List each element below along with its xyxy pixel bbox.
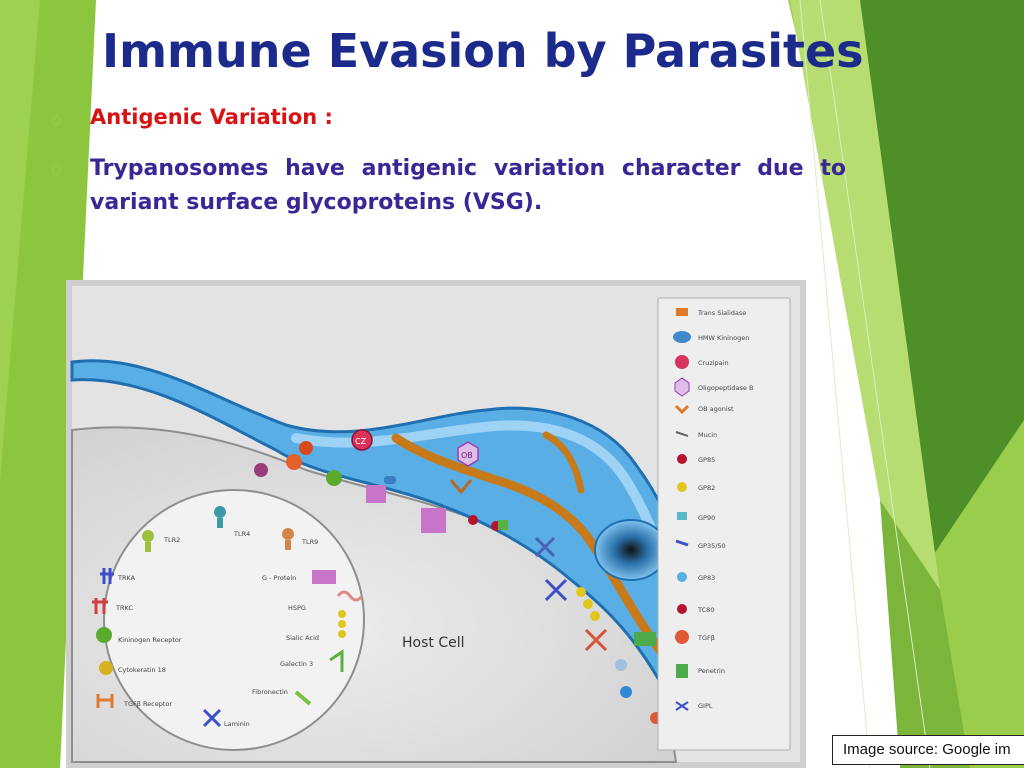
legend-item: Oligopeptidase B <box>698 384 753 392</box>
legend-item: GP82 <box>698 484 715 492</box>
bullet-icon <box>52 116 61 125</box>
host-cell-label: Host Cell <box>402 635 465 651</box>
legend-item: Trans Sialidase <box>697 309 746 317</box>
body-paragraph: Trypanosomes have antigenic variation ch… <box>90 156 846 215</box>
receptor-label: G - Protein <box>262 574 296 582</box>
receptor-label: TLR4 <box>233 530 250 538</box>
bullet-icon <box>52 166 61 175</box>
subheading: Antigenic Variation : <box>90 105 333 129</box>
legend-item: Mucin <box>698 431 717 439</box>
receptor-label: Fibronectin <box>252 688 288 696</box>
legend-item: Penetrin <box>698 667 725 675</box>
receptor-label: TLR9 <box>301 538 318 546</box>
slide-title: Immune Evasion by Parasites <box>102 24 864 78</box>
legend-item: TGFβ <box>697 634 715 642</box>
parasite-nucleus <box>594 519 668 581</box>
legend-swatches <box>673 308 691 711</box>
receptor-inset-circle <box>103 489 365 751</box>
right-mid-facet <box>880 500 970 768</box>
right-dark-facet <box>850 0 1024 560</box>
receptor-label: TLR2 <box>163 536 180 544</box>
right-light-facet <box>790 0 940 590</box>
legend-item: GP35/50 <box>698 542 726 550</box>
trypanosome-host-cell-diagram: Host Cell CZ OB <box>66 280 806 768</box>
legend-item: GP90 <box>698 514 715 522</box>
left-green-shade <box>0 0 40 480</box>
receptor-label: HSPG <box>288 604 306 612</box>
cruzipain-label: CZ <box>355 437 367 446</box>
receptor-label: Sialic Acid <box>286 634 319 642</box>
legend-item: TC80 <box>697 606 714 614</box>
oligopeptidase-label: OB <box>461 451 473 460</box>
receptor-icons <box>92 506 364 728</box>
surface-molecules <box>254 441 662 724</box>
legend-item: GIPL <box>698 702 713 710</box>
receptor-label: Kininogen Receptor <box>118 636 182 644</box>
legend-item: GP85 <box>698 456 715 464</box>
receptor-label: TGFβ Receptor <box>123 700 172 708</box>
legend-item: Cruzipain <box>698 359 729 367</box>
receptor-label: TRKC <box>115 604 133 612</box>
receptor-label: Laminin <box>224 720 250 728</box>
legend-item: HMW Kininogen <box>698 334 749 342</box>
receptor-label: TRKA <box>117 574 136 582</box>
receptor-label: Cytokeratin 18 <box>118 666 166 674</box>
image-credit: Image source: Google im <box>832 735 1024 765</box>
legend-item: GP83 <box>698 574 715 582</box>
receptor-label: Galectin 3 <box>280 660 313 668</box>
legend-item: OB agonist <box>698 405 734 413</box>
